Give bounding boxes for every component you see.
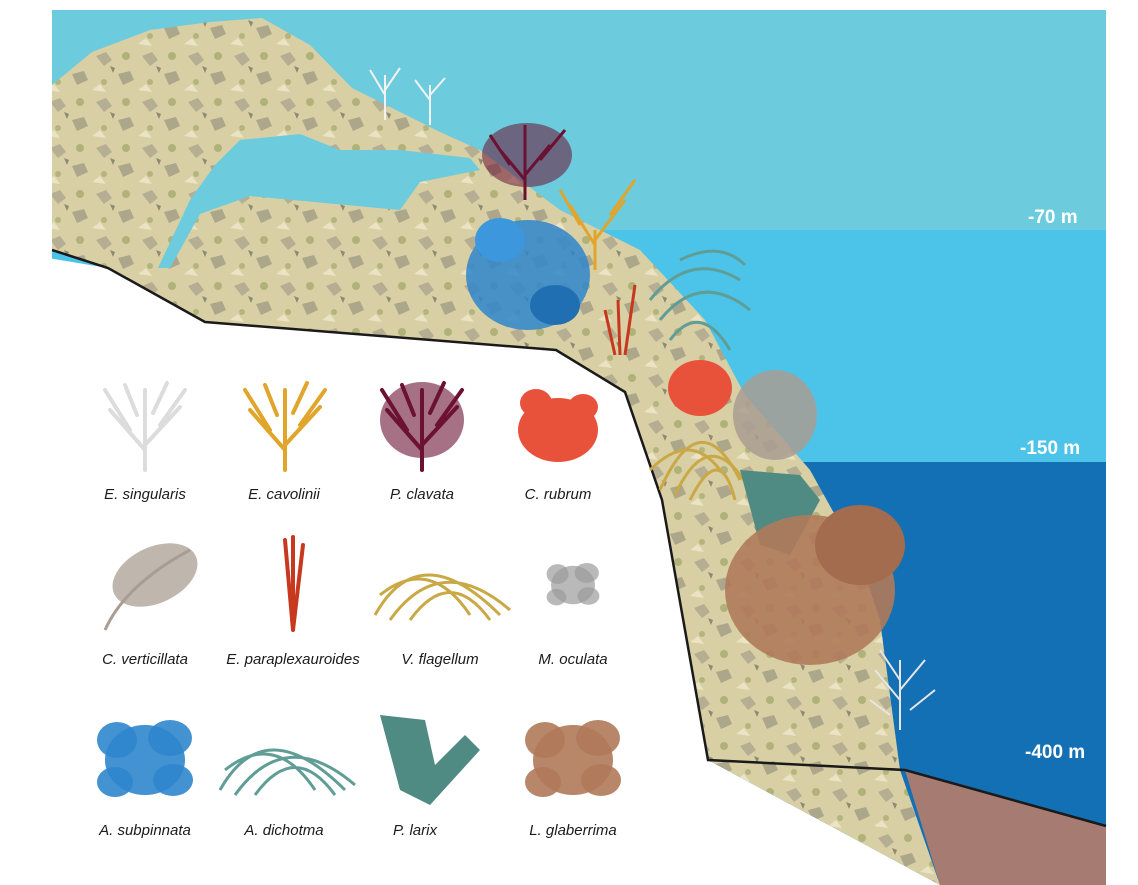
bushy-coral-icon (525, 720, 621, 797)
depth-label-400: -400 m (1025, 742, 1085, 764)
species-label: M. oculata (488, 651, 658, 668)
species-label: C. verticillata (60, 651, 230, 668)
species-label: E. paraplexauroides (208, 651, 378, 668)
species-label: L. glaberrima (488, 822, 658, 839)
species-label: C. rubrum (473, 486, 643, 503)
species-label: P. larix (330, 822, 500, 839)
branching-coral-icon (518, 389, 598, 462)
depth-label-70: -70 m (1028, 207, 1078, 229)
bushy-coral-icon (97, 720, 193, 797)
reef-coral-c-rubrum (668, 360, 732, 416)
reef-coral-c-verticillata (733, 370, 817, 460)
bushy-coral-icon (547, 563, 600, 605)
depth-label-150: -150 m (1020, 438, 1080, 460)
